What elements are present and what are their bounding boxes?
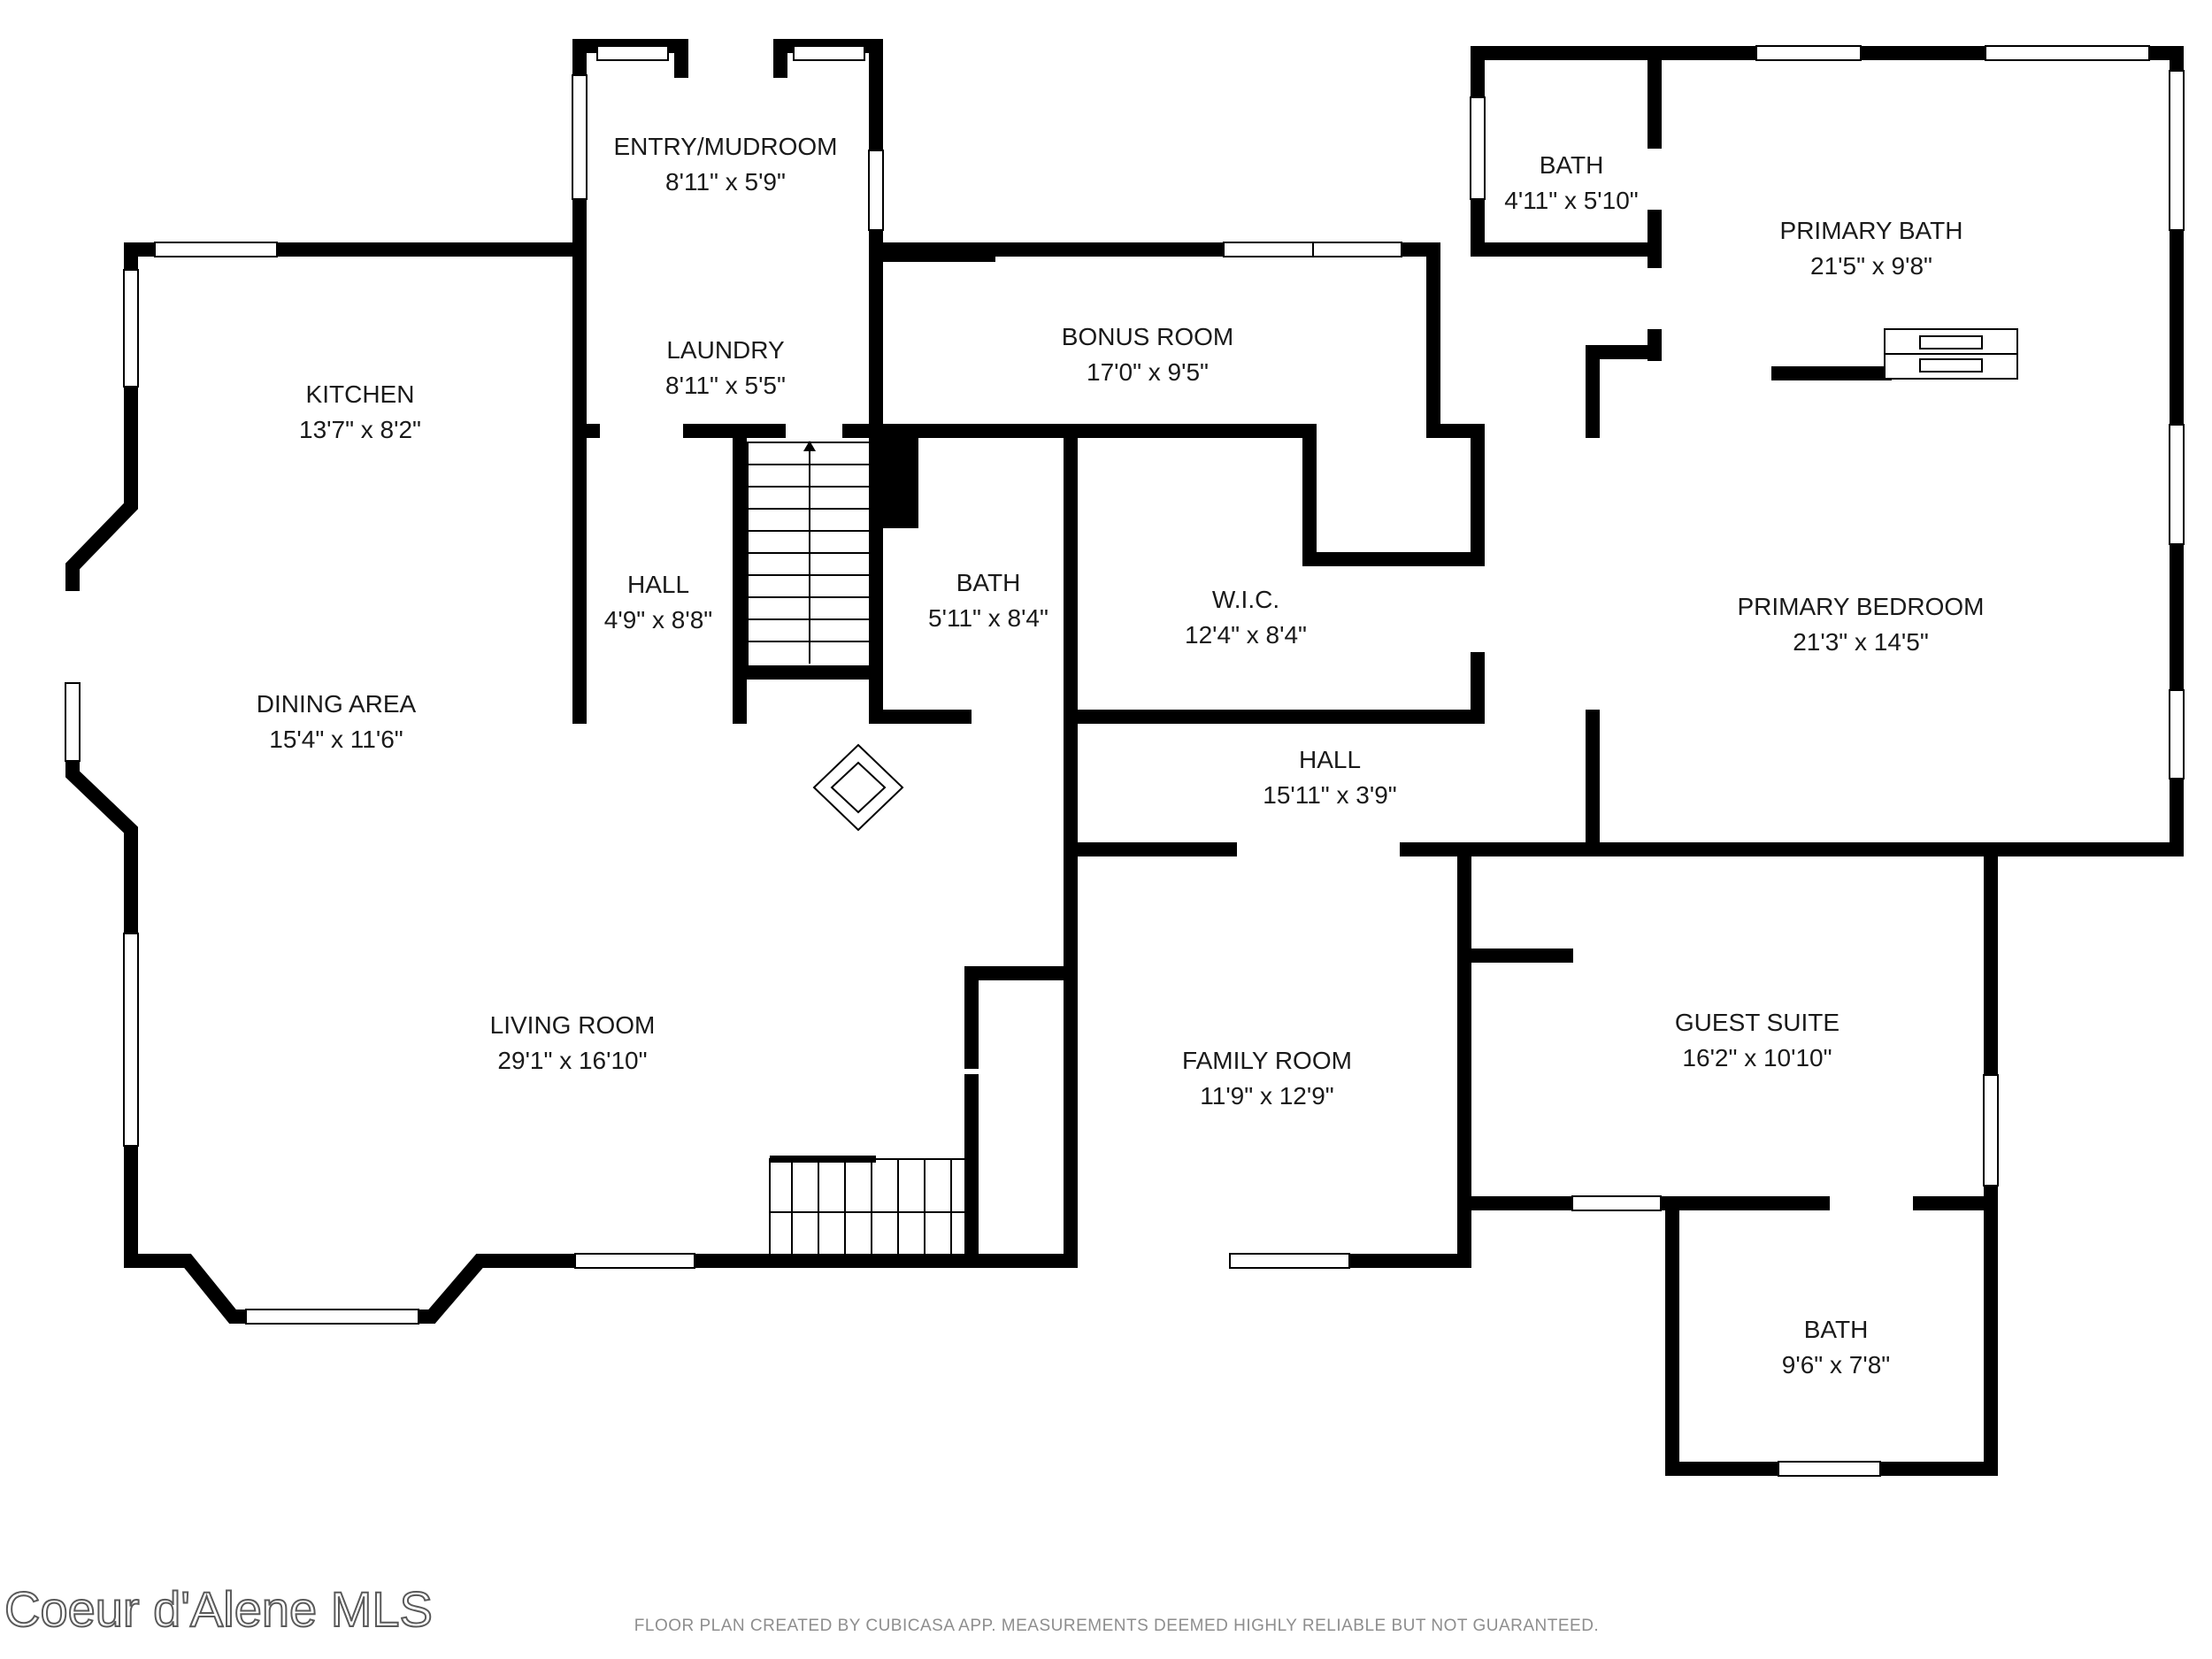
room-labels: ENTRY/MUDROOM 8'11" x 5'9" LAUNDRY 8'11"… bbox=[257, 133, 1985, 1379]
room-name-guest: GUEST SUITE bbox=[1675, 1009, 1839, 1036]
room-name-bath-guest: BATH bbox=[1804, 1316, 1869, 1343]
room-name-living: LIVING ROOM bbox=[490, 1011, 656, 1039]
staircase-lower bbox=[769, 1156, 977, 1257]
room-name-bath-center: BATH bbox=[956, 569, 1021, 596]
room-dims-primary-bedroom: 21'3" x 14'5" bbox=[1793, 628, 1929, 656]
room-dims-dining: 15'4" x 11'6" bbox=[269, 726, 403, 753]
room-dims-hall-long: 15'11" x 3'9" bbox=[1263, 781, 1396, 809]
disclaimer-text: FLOOR PLAN CREATED BY CUBICASA APP. MEAS… bbox=[634, 1617, 1599, 1635]
room-dims-primary-bath: 21'5" x 9'8" bbox=[1810, 252, 1932, 280]
room-dims-entry: 8'11" x 5'9" bbox=[665, 168, 786, 196]
fireplace-icon bbox=[812, 743, 904, 832]
room-dims-family: 11'9" x 12'9" bbox=[1200, 1082, 1333, 1110]
room-name-dining: DINING AREA bbox=[257, 690, 417, 718]
room-dims-wic: 12'4" x 8'4" bbox=[1185, 621, 1307, 649]
room-name-bath-top: BATH bbox=[1540, 151, 1604, 179]
room-name-primary-bedroom: PRIMARY BEDROOM bbox=[1737, 593, 1984, 620]
room-name-entry: ENTRY/MUDROOM bbox=[613, 133, 837, 160]
bathtub-icon bbox=[1884, 328, 2018, 380]
room-name-laundry: LAUNDRY bbox=[666, 336, 785, 364]
room-dims-bath-guest: 9'6" x 7'8" bbox=[1782, 1351, 1890, 1379]
mls-watermark: Coeur d'Alene MLS bbox=[4, 1581, 433, 1637]
room-dims-bonus: 17'0" x 9'5" bbox=[1087, 358, 1209, 386]
room-dims-hall-small: 4'9" x 8'8" bbox=[604, 606, 712, 634]
room-name-hall-long: HALL bbox=[1299, 746, 1361, 773]
room-dims-kitchen: 13'7" x 8'2" bbox=[299, 416, 421, 443]
room-name-wic: W.I.C. bbox=[1212, 586, 1279, 613]
room-name-primary-bath: PRIMARY BATH bbox=[1780, 217, 1963, 244]
room-name-kitchen: KITCHEN bbox=[306, 380, 415, 408]
room-name-hall-small: HALL bbox=[627, 571, 689, 598]
room-dims-guest: 16'2" x 10'10" bbox=[1682, 1044, 1832, 1071]
room-dims-living: 29'1" x 16'10" bbox=[497, 1047, 647, 1074]
windows bbox=[65, 45, 2185, 1477]
room-name-bonus: BONUS ROOM bbox=[1062, 323, 1233, 350]
staircase-upper bbox=[747, 441, 872, 673]
room-dims-bath-top: 4'11" x 5'10" bbox=[1504, 187, 1638, 214]
room-dims-bath-center: 5'11" x 8'4" bbox=[928, 604, 1048, 632]
room-dims-laundry: 8'11" x 5'5" bbox=[665, 372, 786, 399]
room-name-family: FAMILY ROOM bbox=[1182, 1047, 1352, 1074]
